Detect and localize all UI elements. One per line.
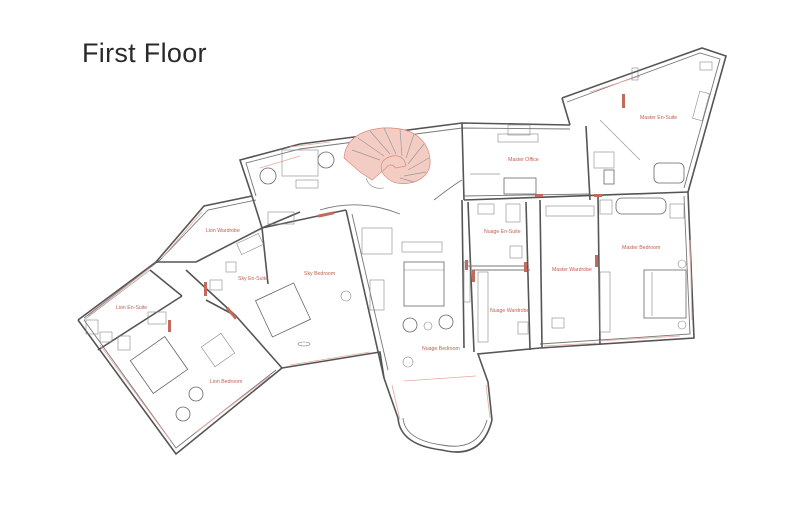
furniture <box>85 61 713 422</box>
accent-markers <box>168 94 625 332</box>
page-title: First Floor <box>82 38 207 68</box>
label-master-wardrobe: Master Wardrobe <box>552 267 592 273</box>
windows <box>87 75 693 441</box>
label-master-bedroom: Master Bedroom <box>622 245 660 251</box>
room-labels: Master En-Suite Master Office Lion Wardr… <box>116 115 677 385</box>
label-lion-bedroom: Lion Bedroom <box>210 379 242 385</box>
label-sky-en-suite: Sky En-Suite <box>238 276 268 282</box>
label-nuage-en-suite: Nuage En-Suite <box>484 229 521 235</box>
label-sky-bedroom: Sky Bedroom <box>304 271 335 277</box>
spiral-staircase <box>343 127 431 189</box>
label-lion-wardrobe: Lion Wardrobe <box>206 228 240 234</box>
label-nuage-wardrobe: Nuage Wardrobe <box>490 308 529 314</box>
outer-walls <box>77 47 727 456</box>
label-master-en-suite: Master En-Suite <box>640 115 677 121</box>
label-nuage-bedroom: Nuage Bedroom <box>422 346 460 352</box>
interior-walls <box>83 122 689 379</box>
label-lion-en-suite: Lion En-Suite <box>116 305 147 311</box>
label-master-office: Master Office <box>508 157 539 163</box>
